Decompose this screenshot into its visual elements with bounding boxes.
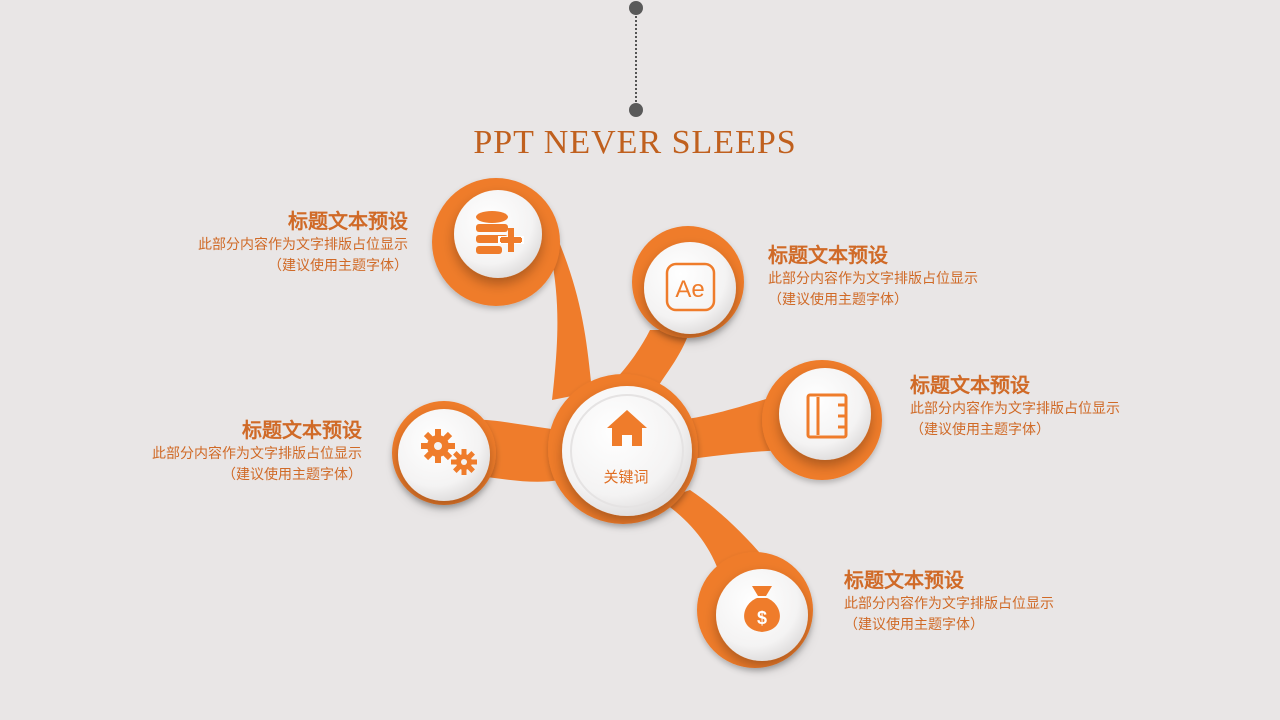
gears-icon: [421, 429, 477, 475]
block-title: 标题文本预设: [242, 418, 362, 442]
notebook-icon: [806, 393, 848, 439]
block-title: 标题文本预设: [768, 243, 888, 267]
block-line-1: 此部分内容作为文字排版占位显示: [910, 401, 1120, 417]
block-title: 标题文本预设: [288, 209, 408, 233]
text-block-bottom-right: 标题文本预设 此部分内容作为文字排版占位显示 （建议使用主题字体）: [844, 566, 1054, 636]
block-line-1: 此部分内容作为文字排版占位显示: [768, 271, 978, 287]
text-block-left: 标题文本预设 此部分内容作为文字排版占位显示 （建议使用主题字体）: [152, 416, 362, 486]
block-line-2: （建议使用主题字体）: [768, 292, 908, 308]
svg-text:$: $: [757, 608, 767, 628]
text-block-top-right: 标题文本预设 此部分内容作为文字排版占位显示 （建议使用主题字体）: [768, 241, 978, 311]
after-effects-icon: Ae: [665, 262, 716, 312]
page-title: PPT NEVER SLEEPS: [473, 124, 797, 161]
database-add-icon: [476, 211, 524, 254]
hanger-top-dot: [629, 1, 643, 15]
block-line-1: 此部分内容作为文字排版占位显示: [152, 446, 362, 462]
block-title: 标题文本预设: [844, 568, 964, 592]
text-block-right: 标题文本预设 此部分内容作为文字排版占位显示 （建议使用主题字体）: [910, 371, 1120, 441]
center-inner-ring: [570, 394, 684, 508]
center-keyword-label: 关键词: [603, 468, 649, 486]
block-line-2: （建议使用主题字体）: [222, 467, 362, 483]
block-line-2: （建议使用主题字体）: [268, 258, 408, 274]
block-line-1: 此部分内容作为文字排版占位显示: [844, 596, 1054, 612]
hanger-bottom-dot: [629, 103, 643, 117]
svg-text:Ae: Ae: [675, 276, 704, 303]
money-bag-icon: $: [744, 586, 780, 632]
hanger-line: [635, 8, 637, 110]
block-line-2: （建议使用主题字体）: [844, 617, 984, 633]
block-line-2: （建议使用主题字体）: [910, 422, 1050, 438]
block-title: 标题文本预设: [910, 373, 1030, 397]
text-block-top-left: 标题文本预设 此部分内容作为文字排版占位显示 （建议使用主题字体）: [198, 207, 408, 277]
home-icon: [607, 410, 647, 446]
block-line-1: 此部分内容作为文字排版占位显示: [198, 237, 408, 253]
